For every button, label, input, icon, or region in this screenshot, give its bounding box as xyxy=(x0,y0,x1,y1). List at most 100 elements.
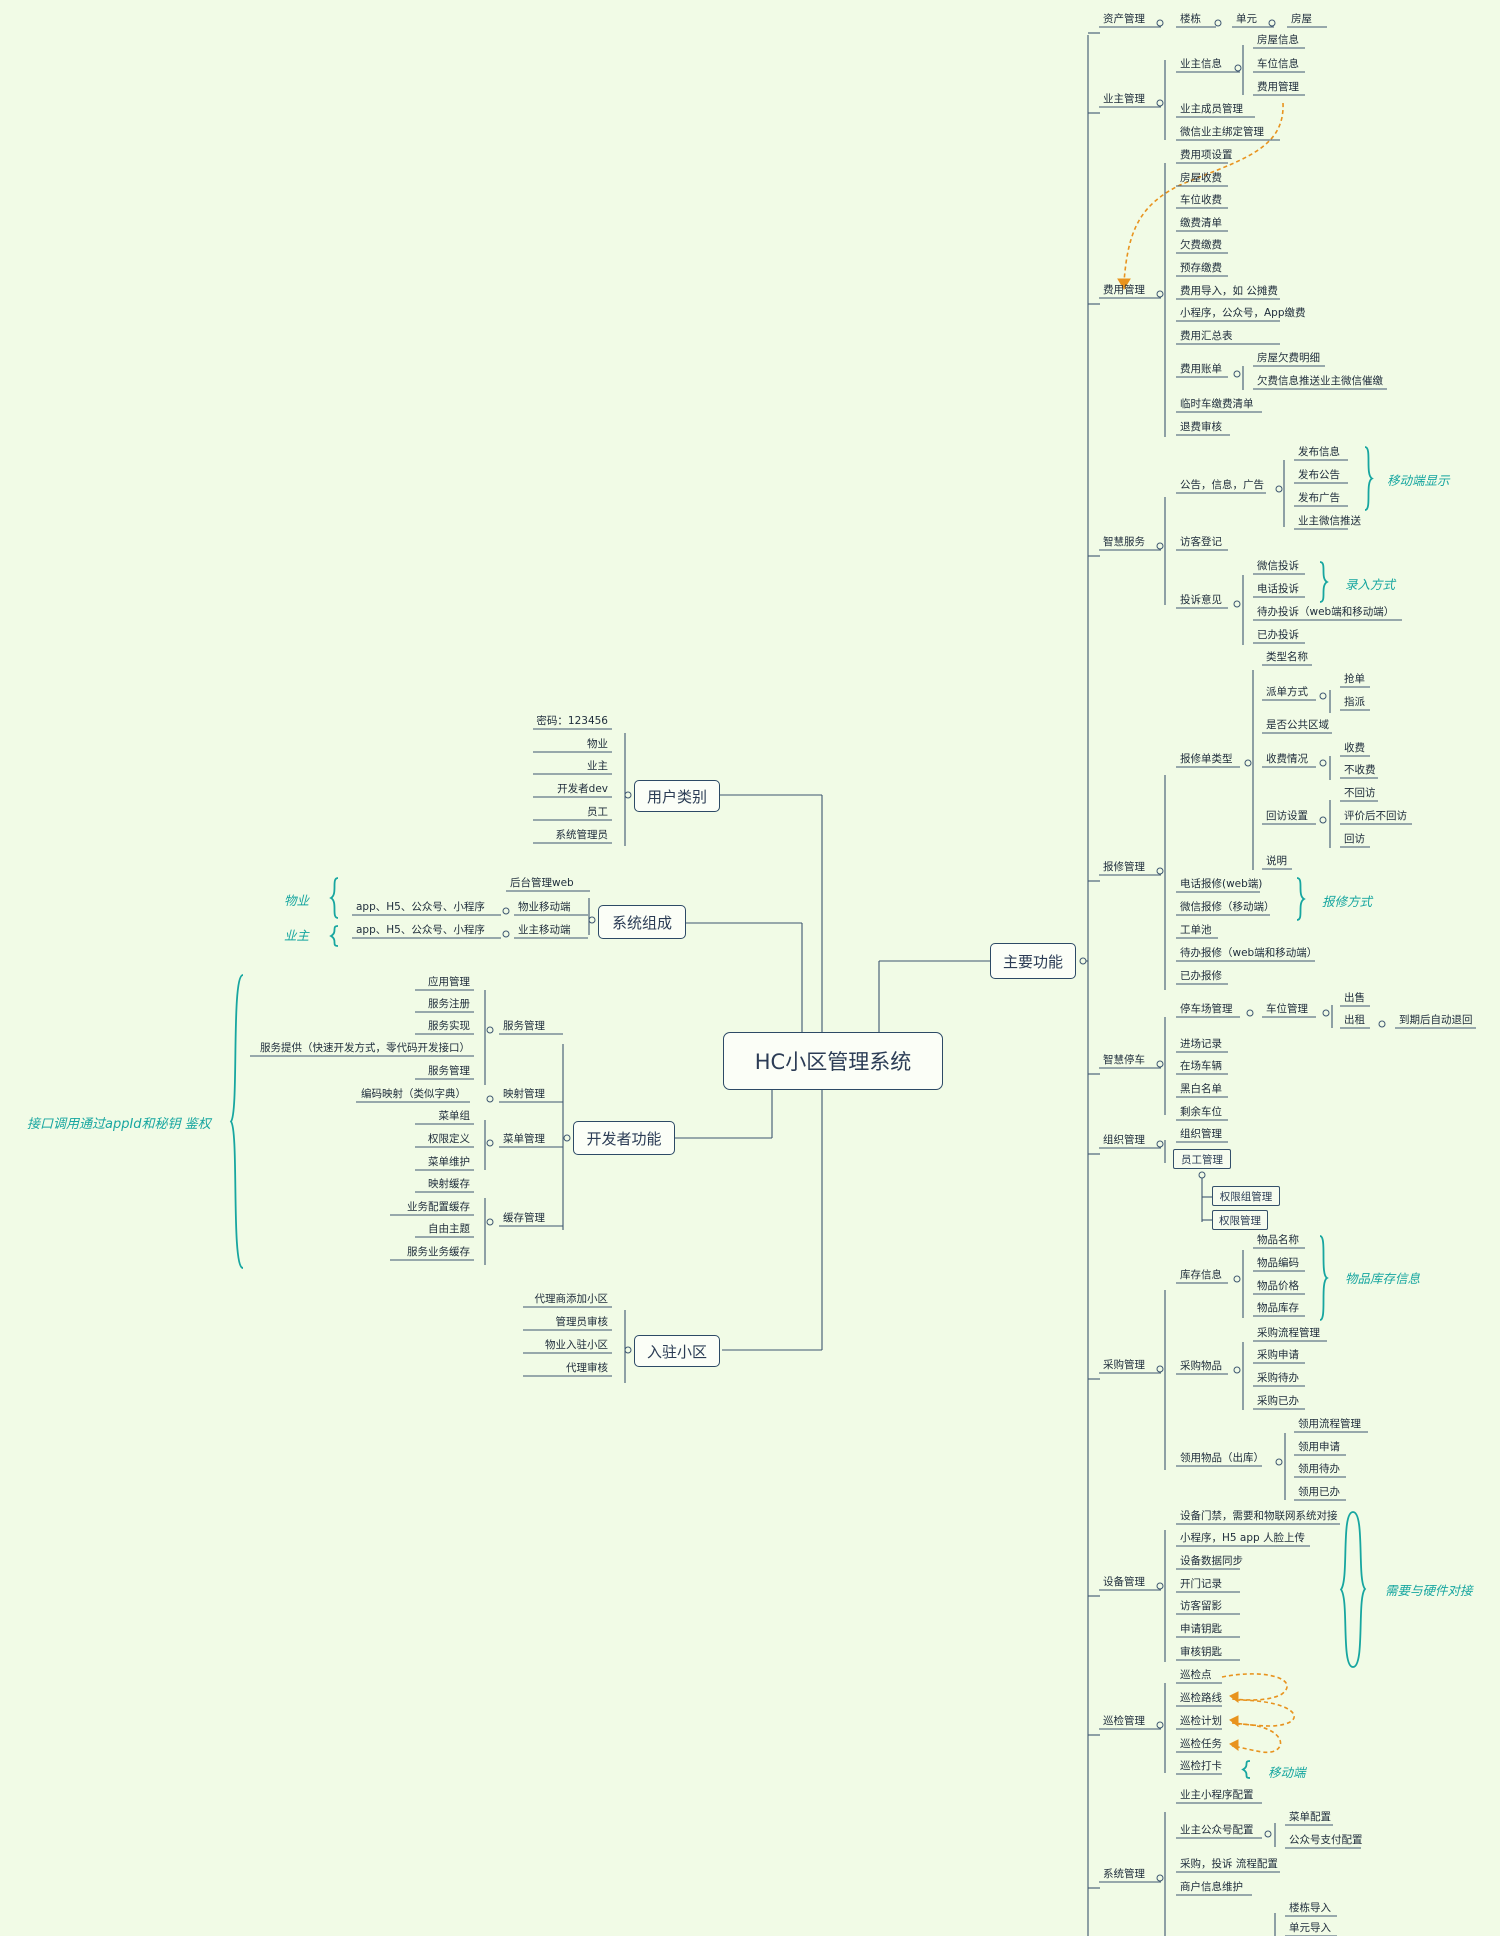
service-item[interactable]: 服务实现 xyxy=(428,1020,470,1032)
flow-config-item[interactable]: 采购，投诉 流程配置 xyxy=(1180,1858,1278,1870)
service-item[interactable]: 服务提供（快速开发方式，零代码开发接口） xyxy=(260,1042,470,1054)
repair-type-item[interactable]: 报修单类型 xyxy=(1180,753,1233,765)
owner-mobile-detail[interactable]: app、H5、公众号、小程序 xyxy=(356,924,485,936)
parking-item[interactable]: 在场车辆 xyxy=(1180,1060,1222,1072)
return-sub[interactable]: 回访 xyxy=(1344,833,1365,845)
collapse-toggle-icon[interactable] xyxy=(502,907,510,915)
done-repair-item[interactable]: 已办报修 xyxy=(1180,970,1222,982)
onboard-community-topic[interactable]: 入驻小区 xyxy=(634,1335,720,1367)
notice-sub[interactable]: 发布公告 xyxy=(1298,469,1340,481)
collapse-toggle-icon[interactable] xyxy=(1268,19,1276,27)
fee-item[interactable]: 费用项设置 xyxy=(1180,149,1233,161)
org-mgmt-topic[interactable]: 组织管理 xyxy=(1103,1134,1145,1146)
property-mobile-item[interactable]: 物业移动端 xyxy=(518,901,571,913)
repair-type-name[interactable]: 类型名称 xyxy=(1266,651,1308,663)
property-mobile-detail[interactable]: app、H5、公众号、小程序 xyxy=(356,901,485,913)
owner-info-sub[interactable]: 房屋信息 xyxy=(1257,34,1299,46)
device-item[interactable]: 开门记录 xyxy=(1180,1578,1222,1590)
complaint-item[interactable]: 投诉意见 xyxy=(1180,594,1222,606)
fee-item[interactable]: 费用导入，如 公摊费 xyxy=(1180,285,1278,297)
asset-item[interactable]: 楼栋 xyxy=(1180,13,1201,25)
patrol-item[interactable]: 巡检打卡 xyxy=(1180,1760,1222,1772)
menu-item[interactable]: 菜单组 xyxy=(438,1110,471,1122)
root-topic[interactable]: HC小区管理系统 xyxy=(723,1032,943,1090)
return-setting-item[interactable]: 回访设置 xyxy=(1266,810,1308,822)
main-functions-toggle-icon[interactable] xyxy=(1079,957,1087,965)
patrol-item[interactable]: 巡检计划 xyxy=(1180,1715,1222,1727)
service-item[interactable]: 服务管理 xyxy=(428,1065,470,1077)
parking-space-sub[interactable]: 出租 xyxy=(1344,1014,1365,1026)
collapse-toggle-icon[interactable] xyxy=(1233,1366,1241,1374)
public-area-item[interactable]: 是否公共区域 xyxy=(1266,719,1329,731)
patrol-item[interactable]: 巡检路线 xyxy=(1180,1692,1222,1704)
fee-item[interactable]: 预存缴费 xyxy=(1180,262,1222,274)
fee-item[interactable]: 欠费缴费 xyxy=(1180,239,1222,251)
take-item[interactable]: 领用物品（出库） xyxy=(1180,1452,1264,1464)
collapse-toggle-icon[interactable] xyxy=(1156,867,1164,875)
parking-item[interactable]: 黑白名单 xyxy=(1180,1083,1222,1095)
staff-mgmt-topic[interactable]: 员工管理 xyxy=(1173,1149,1231,1169)
take-sub[interactable]: 领用流程管理 xyxy=(1298,1418,1361,1430)
stock-sub[interactable]: 物品价格 xyxy=(1257,1280,1299,1292)
system-web-item[interactable]: 后台管理web xyxy=(510,877,574,889)
fee-item[interactable]: 缴费清单 xyxy=(1180,217,1222,229)
fee-bill-sub[interactable]: 房屋欠费明细 xyxy=(1257,352,1320,364)
return-sub[interactable]: 不回访 xyxy=(1344,787,1376,799)
take-sub[interactable]: 领用已办 xyxy=(1298,1486,1340,1498)
system-mgmt-topic[interactable]: 系统管理 xyxy=(1103,1868,1145,1880)
device-item[interactable]: 设备数据同步 xyxy=(1180,1555,1243,1567)
collapse-toggle-icon[interactable] xyxy=(1156,19,1164,27)
dispatch-sub[interactable]: 指派 xyxy=(1344,696,1365,708)
menu-item[interactable]: 权限定义 xyxy=(428,1133,470,1145)
refund-item[interactable]: 退费审核 xyxy=(1180,421,1222,433)
cache-item[interactable]: 映射缓存 xyxy=(428,1178,470,1190)
collapse-toggle-icon[interactable] xyxy=(624,791,632,799)
parking-item[interactable]: 进场记录 xyxy=(1180,1038,1222,1050)
parking-space-item[interactable]: 车位管理 xyxy=(1266,1003,1308,1015)
cache-item[interactable]: 服务业务缓存 xyxy=(407,1246,470,1258)
mp-config-item[interactable]: 业主公众号配置 xyxy=(1180,1824,1254,1836)
notice-sub[interactable]: 业主微信推送 xyxy=(1298,515,1361,527)
mapping-mgmt-item[interactable]: 映射管理 xyxy=(503,1088,545,1100)
service-item[interactable]: 服务注册 xyxy=(428,998,470,1010)
collapse-toggle-icon[interactable] xyxy=(1275,485,1283,493)
owner-info-sub[interactable]: 费用管理 xyxy=(1257,81,1299,93)
collapse-toggle-icon[interactable] xyxy=(1198,1171,1206,1179)
mini-config-item[interactable]: 业主小程序配置 xyxy=(1180,1789,1254,1801)
collapse-toggle-icon[interactable] xyxy=(1156,1060,1164,1068)
collapse-toggle-icon[interactable] xyxy=(1319,692,1327,700)
import-sub[interactable]: 楼栋导入 xyxy=(1289,1902,1331,1914)
complaint-sub[interactable]: 电话投诉 xyxy=(1257,583,1299,595)
take-sub[interactable]: 领用申请 xyxy=(1298,1441,1340,1453)
device-item[interactable]: 小程序，H5 app 人脸上传 xyxy=(1180,1532,1306,1544)
collapse-toggle-icon[interactable] xyxy=(1214,19,1222,27)
collapse-toggle-icon[interactable] xyxy=(1234,64,1242,72)
stock-sub[interactable]: 物品编码 xyxy=(1257,1257,1299,1269)
asset-mgmt-topic[interactable]: 资产管理 xyxy=(1103,13,1145,25)
user-type-item[interactable]: 员工 xyxy=(587,806,608,818)
asset-item[interactable]: 单元 xyxy=(1236,13,1257,25)
onboard-item[interactable]: 代理审核 xyxy=(566,1362,608,1374)
wechat-repair-item[interactable]: 微信报修（移动端） xyxy=(1180,901,1275,913)
collapse-toggle-icon[interactable] xyxy=(502,930,510,938)
charge-sub[interactable]: 收费 xyxy=(1344,742,1365,754)
complaint-sub[interactable]: 微信投诉 xyxy=(1257,560,1299,572)
collapse-toggle-icon[interactable] xyxy=(1246,1009,1254,1017)
owner-wechat-item[interactable]: 微信业主绑定管理 xyxy=(1180,126,1264,138)
parking-lot-item[interactable]: 停车场管理 xyxy=(1180,1003,1233,1015)
fee-mgmt-topic[interactable]: 费用管理 xyxy=(1103,284,1145,296)
collapse-toggle-icon[interactable] xyxy=(1156,1582,1164,1590)
asset-item[interactable]: 房屋 xyxy=(1291,13,1312,25)
dispatch-item[interactable]: 派单方式 xyxy=(1266,686,1308,698)
work-pool-item[interactable]: 工单池 xyxy=(1180,924,1212,936)
collapse-toggle-icon[interactable] xyxy=(486,1139,494,1147)
device-item[interactable]: 审核钥匙 xyxy=(1180,1646,1222,1658)
buy-sub[interactable]: 采购已办 xyxy=(1257,1395,1299,1407)
user-type-item[interactable]: 业主 xyxy=(587,760,608,772)
collapse-toggle-icon[interactable] xyxy=(624,1346,632,1354)
collapse-toggle-icon[interactable] xyxy=(486,1026,494,1034)
owner-members-item[interactable]: 业主成员管理 xyxy=(1180,103,1243,115)
collapse-toggle-icon[interactable] xyxy=(1156,1874,1164,1882)
collapse-toggle-icon[interactable] xyxy=(1233,370,1241,378)
user-type-item[interactable]: 开发者dev xyxy=(557,783,608,795)
